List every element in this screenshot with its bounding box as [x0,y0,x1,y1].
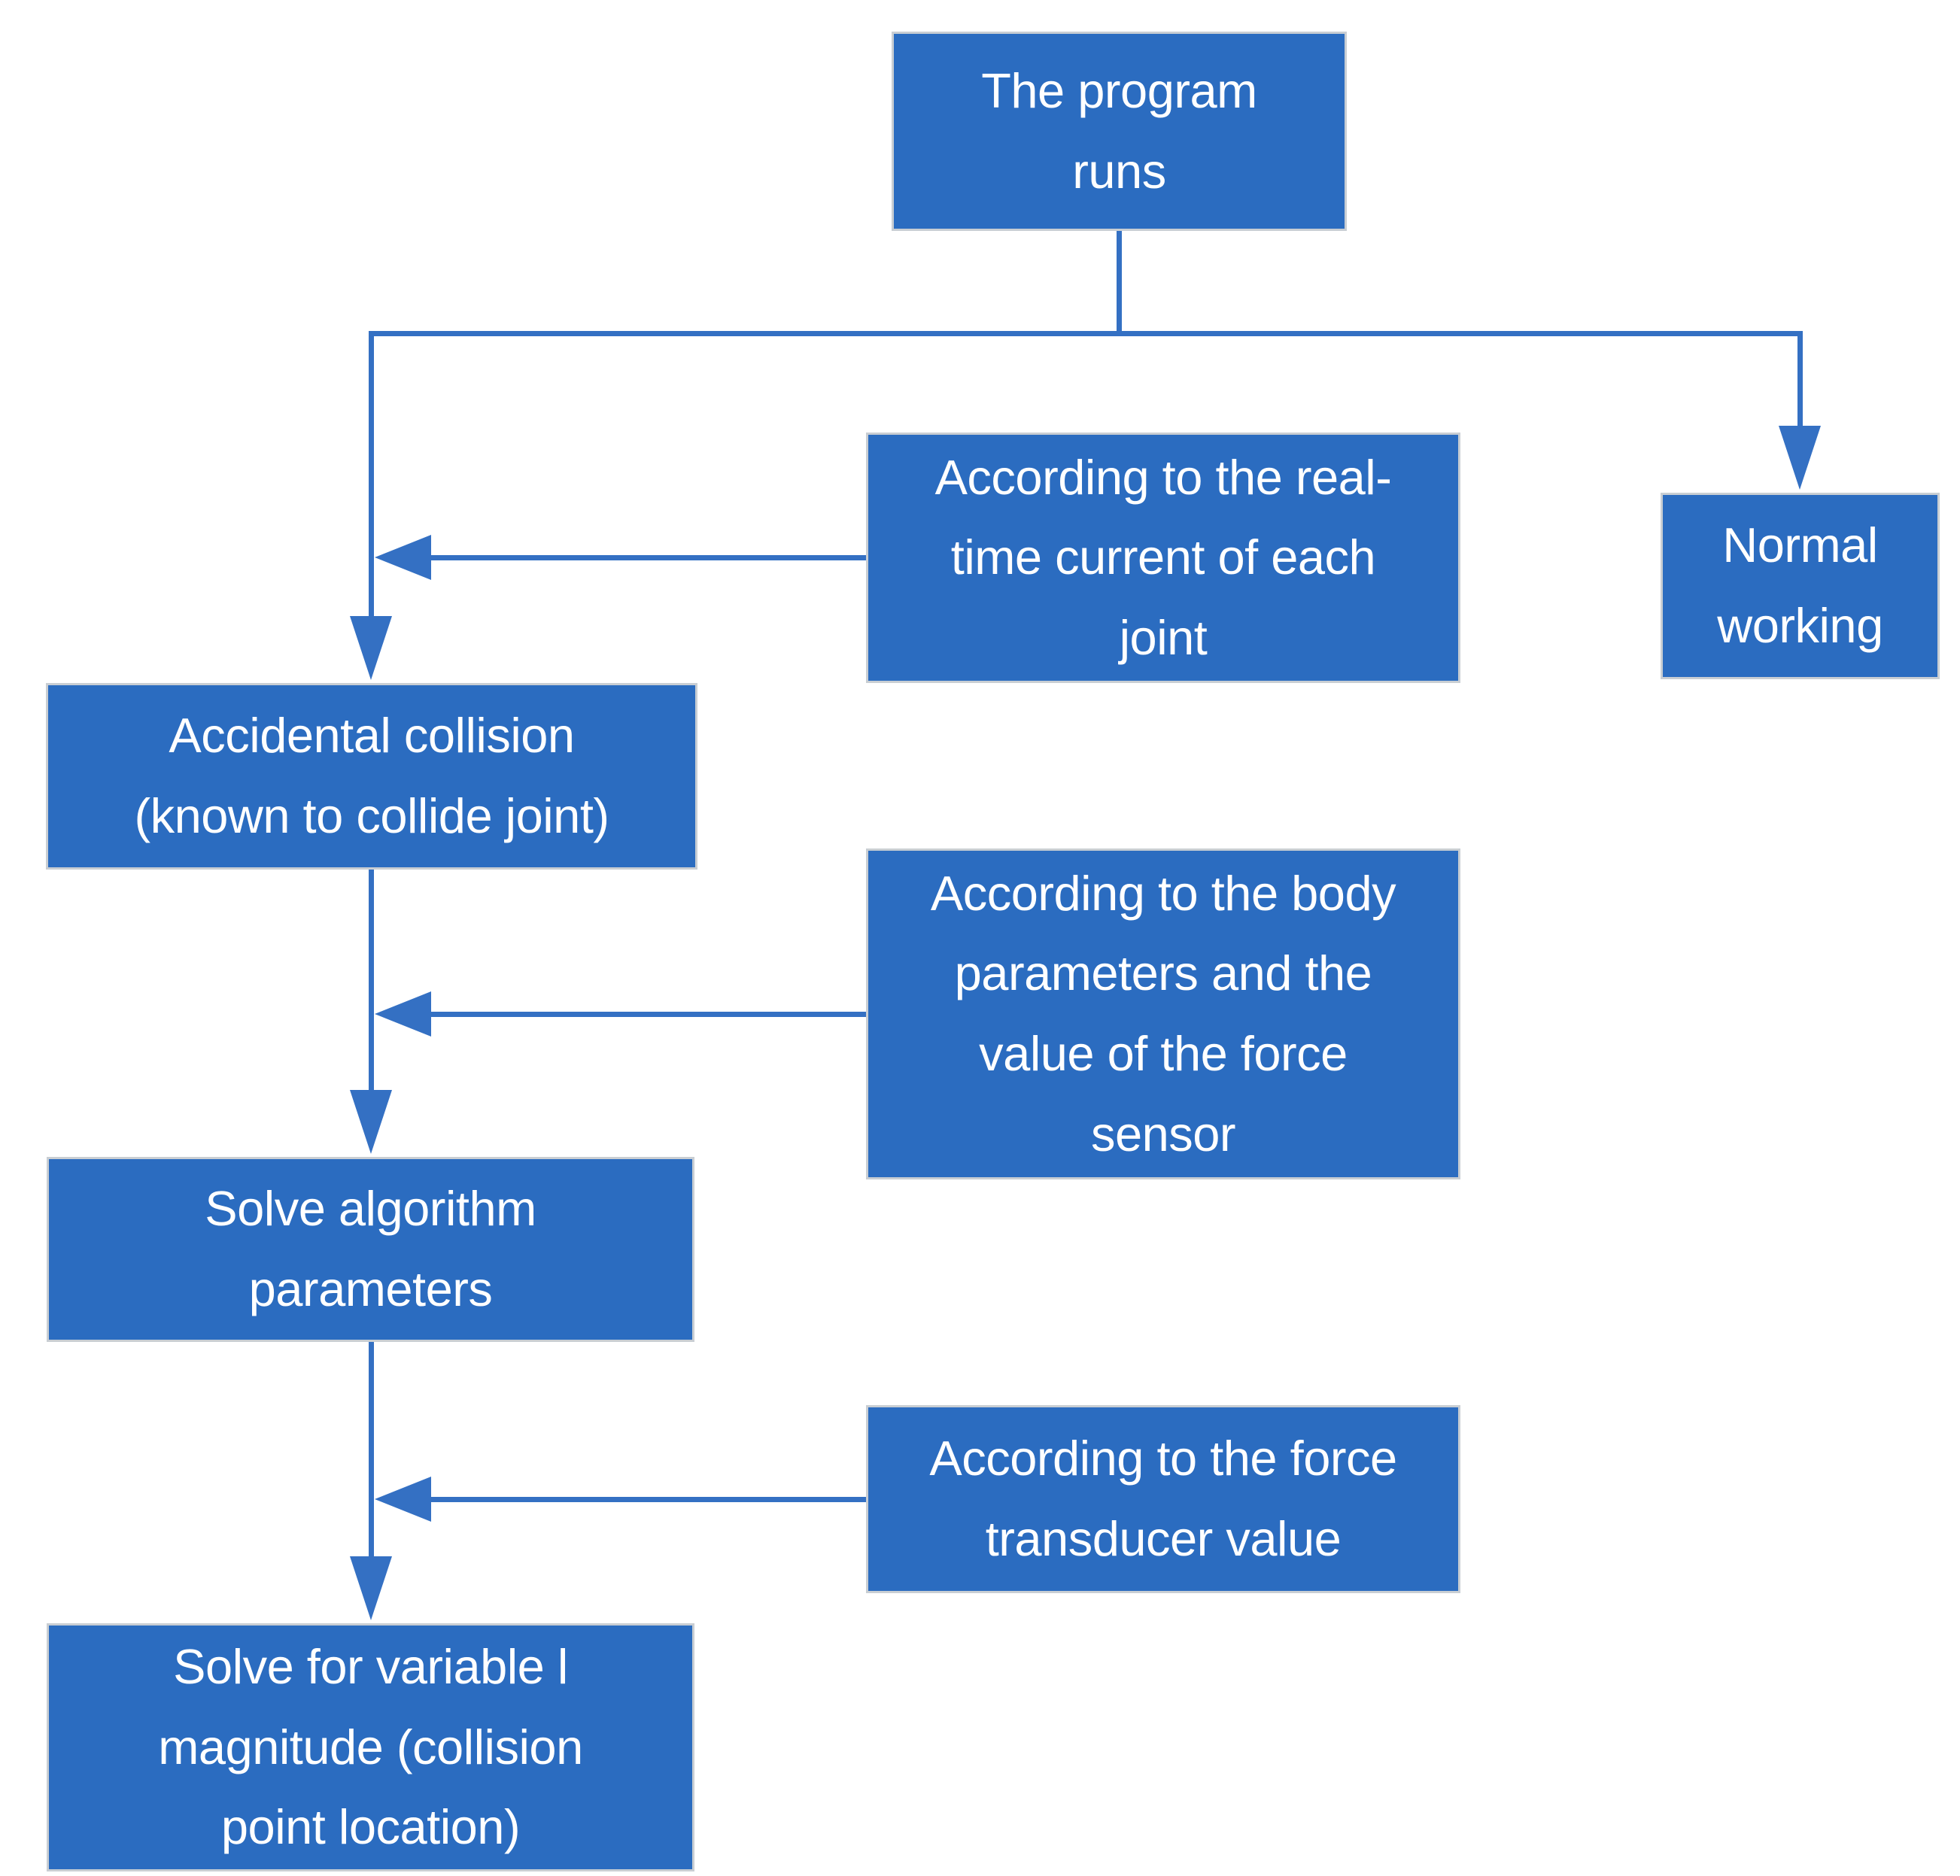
edge-realtime-current-input-segment-1 [429,555,866,560]
edge-body-parameters-input-arrowhead [375,991,431,1037]
node-solve-algorithm: Solve algorithm parameters [47,1157,694,1342]
edge-accidental-to-solve-algorithm-segment-1 [369,870,374,1092]
node-force-transducer: According to the force transducer value [866,1405,1460,1593]
edge-branch-to-accidental-collision-segment-1 [369,331,374,618]
edge-branch-to-normal-working-segment-1 [1797,331,1803,429]
edge-solve-algorithm-to-solve-variable-segment-1 [369,1342,374,1559]
node-accidental-collision: Accidental collision (known to collide j… [46,683,697,870]
edge-force-transducer-input-segment-1 [429,1497,866,1502]
edge-solve-algorithm-to-solve-variable-arrowhead [350,1556,392,1620]
edge-branch-to-accidental-collision-arrowhead [350,616,392,680]
edge-program-to-branch-segment-1 [1117,231,1122,336]
node-solve-variable: Solve for variable l magnitude (collisio… [47,1623,694,1871]
node-program-runs: The program runs [892,32,1347,231]
edge-accidental-to-solve-algorithm-arrowhead [350,1090,392,1154]
edge-force-transducer-input-arrowhead [375,1477,431,1522]
node-body-parameters: According to the body parameters and the… [866,848,1460,1179]
edge-program-to-branch-segment-2 [369,331,1803,336]
node-normal-working: Normal working [1661,493,1940,679]
edge-body-parameters-input-segment-1 [429,1012,866,1017]
node-realtime-current: According to the real- time current of e… [866,433,1460,683]
edge-realtime-current-input-arrowhead [375,535,431,580]
edge-branch-to-normal-working-arrowhead [1779,426,1821,490]
